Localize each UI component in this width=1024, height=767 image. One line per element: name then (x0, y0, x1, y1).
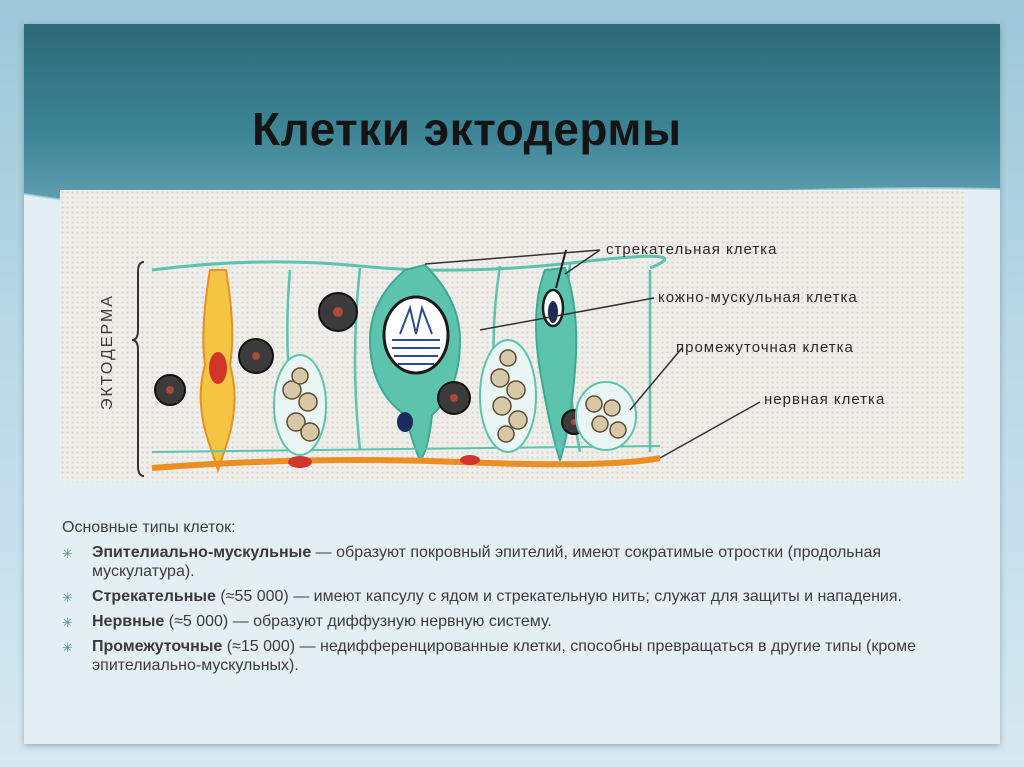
list-item: ✳ Нервные (≈5 000) — образуют диффузную … (62, 612, 982, 631)
label-interstitial: промежуточная клетка (676, 339, 854, 356)
list-item-text: (≈15 000) — недифференцированные клетки,… (92, 638, 917, 674)
list-item-term: Промежуточные (92, 638, 223, 655)
list-item-term: Нервные (92, 613, 165, 630)
list-item: ✳ Стрекательные (≈55 000) — имеют капсул… (62, 587, 982, 606)
leader-lines (424, 249, 761, 459)
cell-types-list: ✳ Эпителиально-мускульные — образуют пок… (62, 543, 982, 675)
list-item-text: (≈5 000) — образуют диффузную нервную си… (164, 613, 552, 630)
label-nerve-cell: нервная клетка (764, 391, 885, 408)
asterisk-bullet-icon: ✳ (62, 615, 73, 630)
asterisk-bullet-icon: ✳ (62, 640, 73, 655)
asterisk-bullet-icon: ✳ (62, 590, 73, 605)
list-item-text: — образуют покровный эпителий, имеют сок… (92, 544, 882, 580)
nerve-fibre-bottom (151, 445, 661, 471)
list-item-term: Эпителиально-мускульные (92, 544, 312, 561)
ectoderm-side-label: ЭКТОДЕРМА (99, 294, 116, 410)
cnidocyte-large (368, 263, 462, 462)
slide-title: Клетки эктодермы (252, 103, 682, 155)
asterisk-bullet-icon: ✳ (62, 546, 73, 561)
intro-text: Основные типы клеток: (62, 519, 236, 536)
label-cnidocyte: стрекательная клетка (606, 241, 777, 258)
list-item-term: Стрекательные (92, 588, 216, 605)
list-item-text: (≈55 000) — имеют капсулу с ядом и стрек… (215, 588, 902, 605)
nerve-cell-vertical (199, 269, 236, 474)
list-item: ✳ Эпителиально-мускульные — образуют пок… (62, 543, 982, 581)
ectoderm-diagram: ЭКТОДЕРМА (99, 241, 885, 477)
ectoderm-brace (131, 261, 145, 477)
ectoderm-figure: ЭКТОДЕРМА (60, 190, 966, 482)
label-epithelial-muscular: кожно-мускульная клетка (658, 289, 858, 306)
interstitial-cells (273, 339, 637, 456)
cell-types-text: Основные типы клеток: ✳ Эпителиально-мус… (62, 518, 982, 681)
list-item: ✳ Промежуточные (≈15 000) — недифференци… (62, 637, 982, 675)
slide: Клетки эктодермы ЭКТОДЕРМА (24, 24, 1000, 744)
